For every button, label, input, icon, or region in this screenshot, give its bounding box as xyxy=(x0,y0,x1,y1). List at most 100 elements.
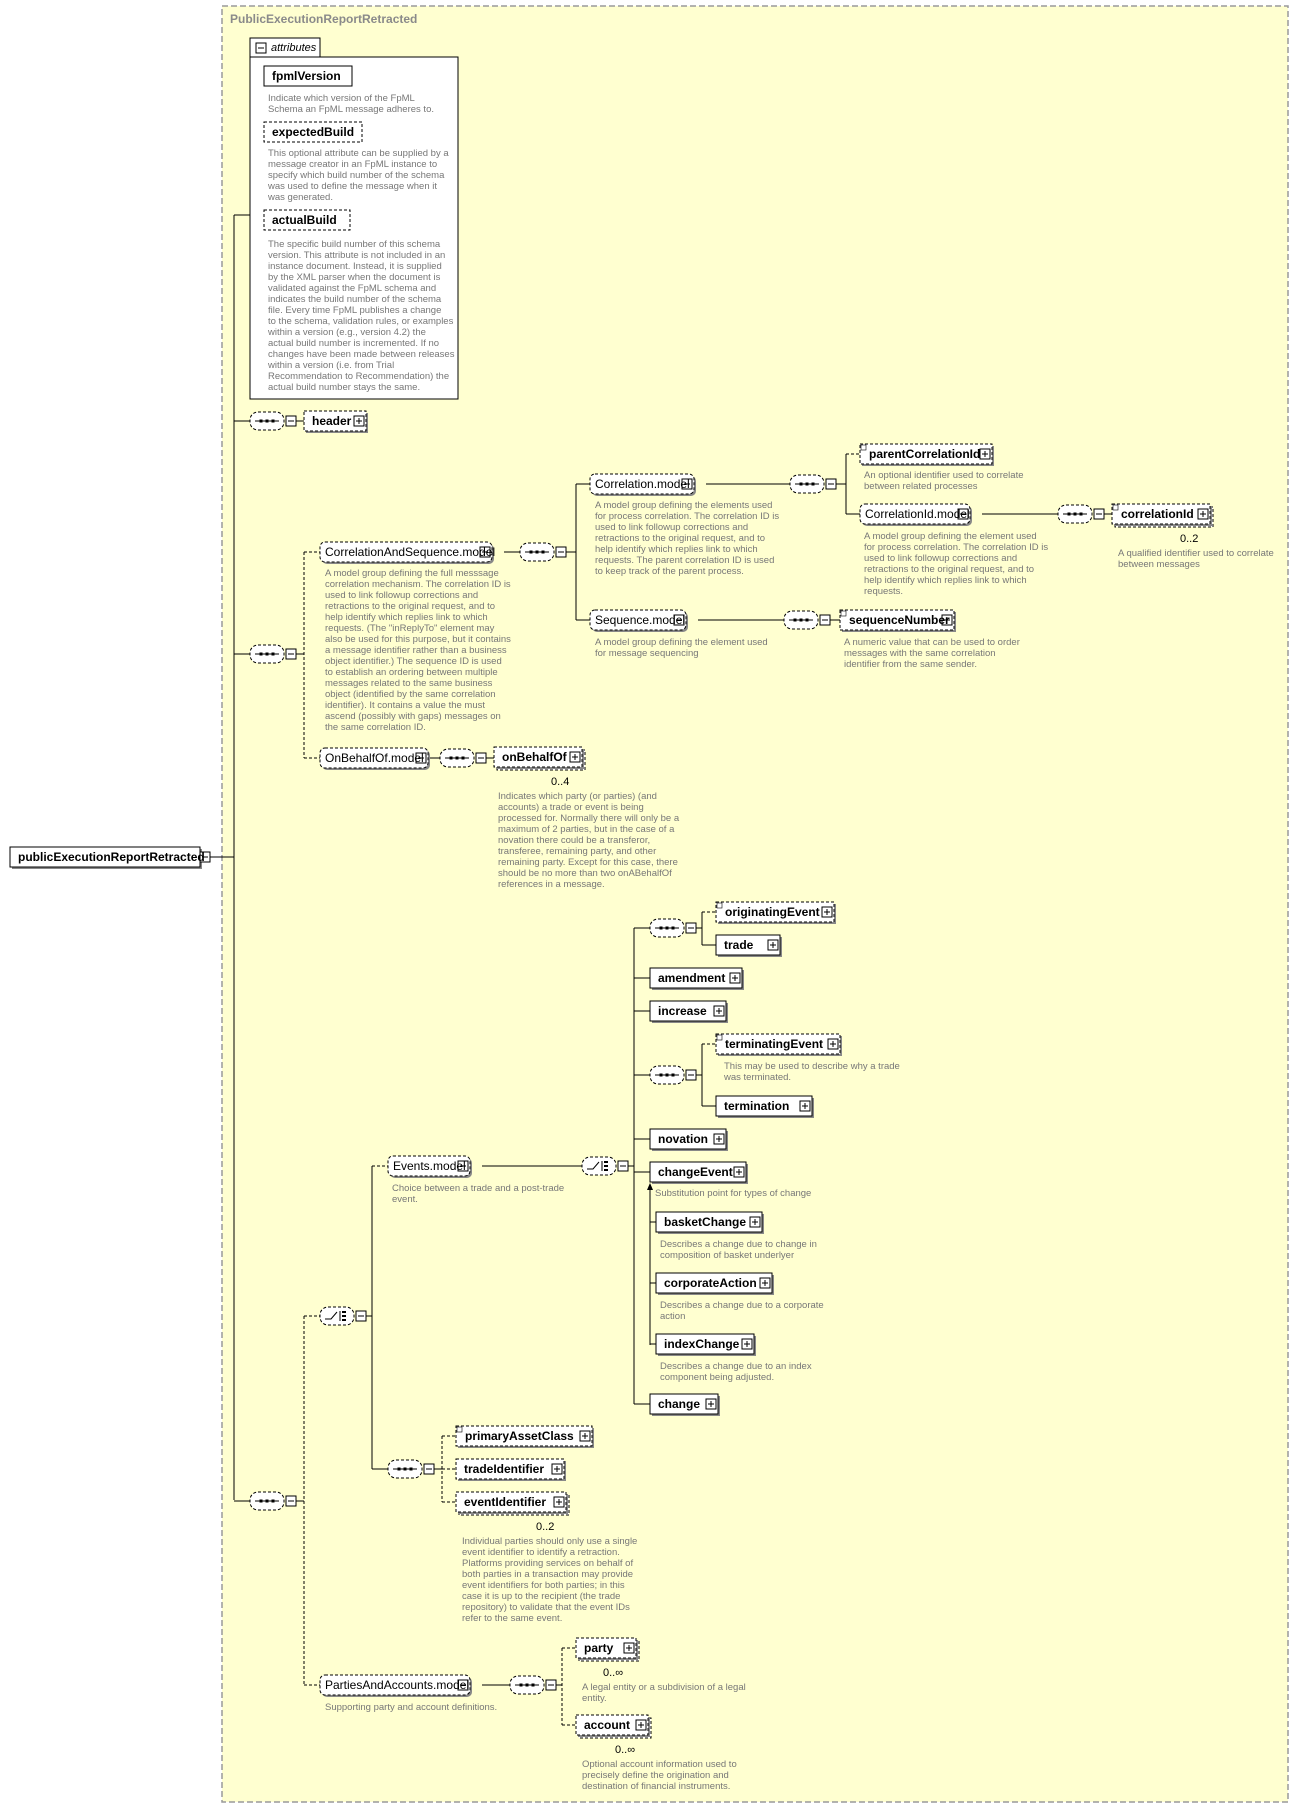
attribute-box xyxy=(263,209,351,231)
sequence-dot-icon xyxy=(271,652,275,656)
termination-element[interactable]: termination xyxy=(724,1099,790,1113)
sequence-dot-icon xyxy=(259,1499,263,1503)
change-event-element[interactable]: changeEvent xyxy=(658,1165,733,1179)
terminating-event-element[interactable]: terminatingEvent xyxy=(725,1037,824,1051)
sequence-dot-icon xyxy=(259,419,263,423)
sequence-dot-icon xyxy=(535,550,539,554)
sequence-dot-icon xyxy=(455,756,459,760)
element-box xyxy=(715,901,835,923)
sequence-dot-icon xyxy=(409,1467,413,1471)
attribute-expectedBuild-doc: This optional attribute can be supplied … xyxy=(268,148,449,203)
event-identifier-element[interactable]: eventIdentifier xyxy=(464,1495,547,1509)
element-box xyxy=(649,1128,727,1150)
element-box xyxy=(455,1491,567,1513)
trade-element[interactable]: trade xyxy=(724,938,754,952)
sequence-dot-icon xyxy=(799,618,803,622)
sequence-dot-icon xyxy=(1079,512,1083,516)
header-element[interactable]: header xyxy=(312,414,352,428)
parties-and-accounts-model[interactable]: PartiesAndAccounts.model xyxy=(325,1678,470,1692)
basket-change-element[interactable]: basketChange xyxy=(664,1215,747,1229)
group-box xyxy=(387,1155,471,1177)
element-box xyxy=(649,967,743,989)
sequence-dot-icon xyxy=(1073,512,1077,516)
increase-element[interactable]: increase xyxy=(658,1004,707,1018)
choice-compositor xyxy=(581,1156,617,1176)
substitution-arrow-icon xyxy=(647,1183,653,1190)
sequence-dot-icon xyxy=(1067,512,1071,516)
corporate-action-doc: Describes a change due to a corporate ac… xyxy=(660,1300,824,1322)
attributes-tab xyxy=(249,37,321,58)
element-box xyxy=(1111,503,1211,525)
choice-dot-icon xyxy=(604,1165,608,1167)
on-behalf-of-occurs: 0..4 xyxy=(551,776,570,788)
attribute-fpmlVersion[interactable]: fpmlVersion xyxy=(272,69,341,83)
correlation-id-element[interactable]: correlationId xyxy=(1121,507,1194,521)
choice-dot-icon xyxy=(342,1311,346,1313)
originating-event-element[interactable]: originatingEvent xyxy=(725,905,820,919)
element-box xyxy=(715,934,781,956)
correlation-and-sequence-doc: A model group defining the full messsage… xyxy=(325,568,511,733)
correlation-model[interactable]: Correlation.model xyxy=(595,477,690,491)
element-box xyxy=(715,1095,813,1117)
sequence-dot-icon xyxy=(271,1499,275,1503)
on-behalf-of-element[interactable]: onBehalfOf xyxy=(502,750,567,764)
sequence-dot-icon xyxy=(519,1683,523,1687)
sequence-dot-icon xyxy=(265,419,269,423)
attributes-panel-title: attributes xyxy=(271,42,317,54)
sequence-dot-icon xyxy=(529,550,533,554)
sequence-dot-icon xyxy=(461,756,465,760)
terminating-event-doc: This may be used to describe why a trade… xyxy=(724,1061,900,1083)
party-element[interactable]: party xyxy=(584,1641,614,1655)
primary-asset-class-element[interactable]: primaryAssetClass xyxy=(465,1429,574,1443)
element-box xyxy=(575,1637,637,1659)
change-element[interactable]: change xyxy=(658,1397,701,1411)
sequence-model-doc: A model group defining the element used … xyxy=(595,637,768,659)
sequence-dot-icon xyxy=(799,482,803,486)
group-box xyxy=(589,609,687,631)
sequence-number-doc: A numeric value that can be used to orde… xyxy=(844,637,1020,670)
element-box xyxy=(455,1425,593,1447)
element-box xyxy=(493,746,583,768)
sequence-number-element[interactable]: sequenceNumber xyxy=(849,613,950,627)
sequence-model[interactable]: Sequence.model xyxy=(595,613,686,627)
correlation-id-model[interactable]: CorrelationId.model xyxy=(865,507,970,521)
element-box xyxy=(655,1272,773,1294)
correlation-model-doc: A model group defining the elements used… xyxy=(595,500,780,577)
correlation-and-sequence-model[interactable]: CorrelationAndSequence.model xyxy=(325,545,496,559)
sequence-dot-icon xyxy=(671,926,675,930)
type-marker-icon xyxy=(860,444,867,451)
element-box xyxy=(839,609,955,631)
index-change-element[interactable]: indexChange xyxy=(664,1337,740,1351)
element-box xyxy=(575,1714,649,1736)
trade-identifier-element[interactable]: tradeIdentifier xyxy=(464,1462,545,1476)
events-model[interactable]: Events.model xyxy=(393,1159,466,1173)
novation-element[interactable]: novation xyxy=(658,1132,708,1146)
element-box xyxy=(655,1333,755,1355)
attribute-fpmlVersion-doc: Indicate which version of the FpML Schem… xyxy=(268,93,434,115)
choice-icon xyxy=(325,1311,338,1320)
group-box xyxy=(859,503,971,525)
attribute-actualBuild[interactable]: actualBuild xyxy=(272,213,337,227)
corporate-action-element[interactable]: corporateAction xyxy=(664,1276,757,1290)
attribute-actualBuild-doc: The specific build number of this schema… xyxy=(268,239,455,393)
root-element-label[interactable]: publicExecutionReportRetracted xyxy=(18,850,205,864)
attribute-expectedBuild[interactable]: expectedBuild xyxy=(272,125,355,139)
amendment-element[interactable]: amendment xyxy=(658,971,726,985)
sequence-dot-icon xyxy=(531,1683,535,1687)
sequence-dot-icon xyxy=(659,1073,663,1077)
sequence-dot-icon xyxy=(397,1467,401,1471)
choice-compositor xyxy=(319,1306,355,1326)
account-element[interactable]: account xyxy=(584,1718,631,1732)
element-box xyxy=(649,1000,727,1022)
sequence-dot-icon xyxy=(265,652,269,656)
party-doc: A legal entity or a subdivision of a leg… xyxy=(582,1682,746,1704)
sequence-dot-icon xyxy=(449,756,453,760)
element-box xyxy=(649,1393,719,1415)
account-occurs: 0..∞ xyxy=(615,1744,636,1756)
on-behalf-of-model[interactable]: OnBehalfOf.model xyxy=(325,751,424,765)
sequence-dot-icon xyxy=(265,1499,269,1503)
party-occurs: 0..∞ xyxy=(603,1667,624,1679)
parent-correlation-id-element[interactable]: parentCorrelationId xyxy=(869,447,981,461)
element-box xyxy=(655,1211,763,1233)
